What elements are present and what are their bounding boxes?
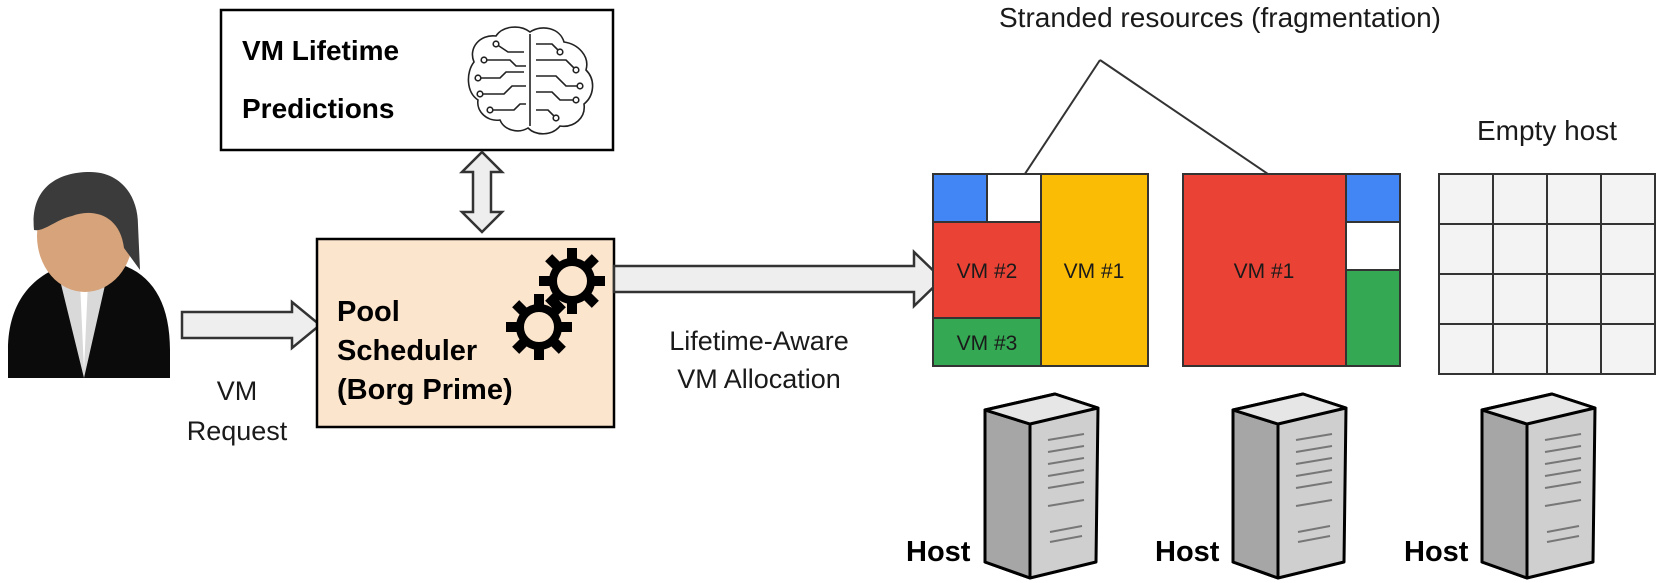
person-icon: [8, 172, 170, 378]
stranded-label: Stranded resources (fragmentation): [999, 2, 1441, 33]
host3-label: Host: [1404, 536, 1469, 568]
request-arrow: [180, 299, 322, 351]
host1-vm3-block: [932, 317, 1042, 367]
host2-label: Host: [1155, 536, 1220, 568]
predictions-box: [219, 8, 615, 152]
host2-blue-block: [1345, 173, 1401, 223]
gear-icon: [506, 294, 572, 360]
server-tower-icon: [983, 392, 1100, 580]
request-label-line2: Request: [187, 416, 288, 446]
host1-label: Host: [906, 536, 971, 568]
host2-vm1-block: [1182, 173, 1347, 367]
host1-stranded-slot: [986, 173, 1042, 223]
allocation-label-line1: Lifetime-Aware: [669, 326, 849, 356]
host1-vm3-label: VM #3: [957, 332, 1018, 355]
host3-empty-grid: [1438, 173, 1656, 375]
host2-allocation-grid: [1182, 173, 1401, 367]
stranded-arrow-host1: [1012, 59, 1101, 193]
host1-vm1-label: VM #1: [1064, 260, 1125, 283]
predictions-scheduler-arrow: [458, 150, 506, 234]
scheduler-title-line2: Scheduler: [337, 335, 477, 367]
host1-vm2-label: VM #2: [957, 260, 1018, 283]
host1-allocation-grid: [932, 173, 1149, 367]
host1-blue-block: [932, 173, 988, 223]
allocation-label-line2: VM Allocation: [677, 364, 841, 394]
brain-circuit-icon: [467, 26, 594, 135]
server-tower-icon: [1231, 392, 1348, 580]
predictions-title-line2: Predictions: [242, 93, 394, 124]
predictions-title-line1: VM Lifetime: [242, 35, 399, 66]
host2-vm1-label: VM #1: [1234, 260, 1295, 283]
server-tower-icon: [1480, 392, 1597, 580]
host2-green-block: [1345, 269, 1401, 367]
scheduler-box: [315, 237, 616, 429]
empty-host-label: Empty host: [1477, 115, 1617, 146]
gear-icon: [539, 248, 605, 314]
host1-vm1-block: [1040, 173, 1149, 367]
scheduler-title-line1: Pool: [337, 296, 400, 328]
request-label-line1: VM: [217, 376, 258, 406]
scheduler-title-line3: (Borg Prime): [337, 374, 513, 406]
host2-stranded-slot: [1345, 221, 1401, 271]
allocation-arrow: [612, 249, 944, 309]
